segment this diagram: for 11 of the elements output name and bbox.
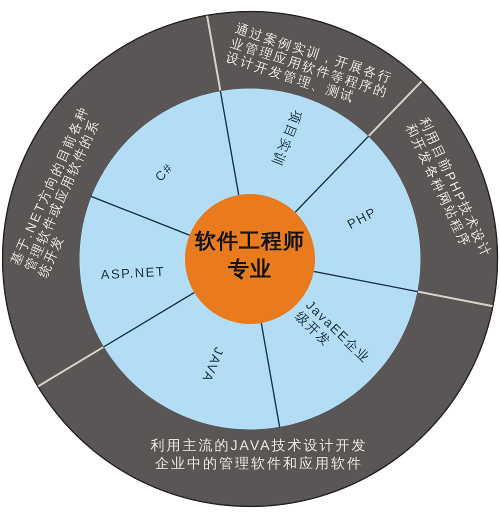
segment-label: ASP.NET — [100, 264, 166, 282]
description-text: 利用主流的JAVA技术设计开发企业中的管理软件和应用软件 — [150, 436, 368, 472]
description-text: 通过案例实训，开展各行业管理应用软件等程序的设计开发管理、测试 — [224, 20, 396, 108]
center-title: 软件工程师专业 — [194, 229, 306, 283]
segment-label: 项目实训 — [268, 108, 306, 170]
segment-label: C# — [152, 160, 176, 184]
description-text: 基于.NET方向的目前各种管理软件或应用软件的系统开发 — [8, 102, 102, 280]
segment-label: PHP — [344, 204, 380, 232]
description-text: 利用目前PHP技术设计和开发各种网站程序 — [403, 115, 496, 262]
segment-label: JAVA — [199, 345, 227, 385]
inner-ring-segment — [102, 290, 281, 431]
